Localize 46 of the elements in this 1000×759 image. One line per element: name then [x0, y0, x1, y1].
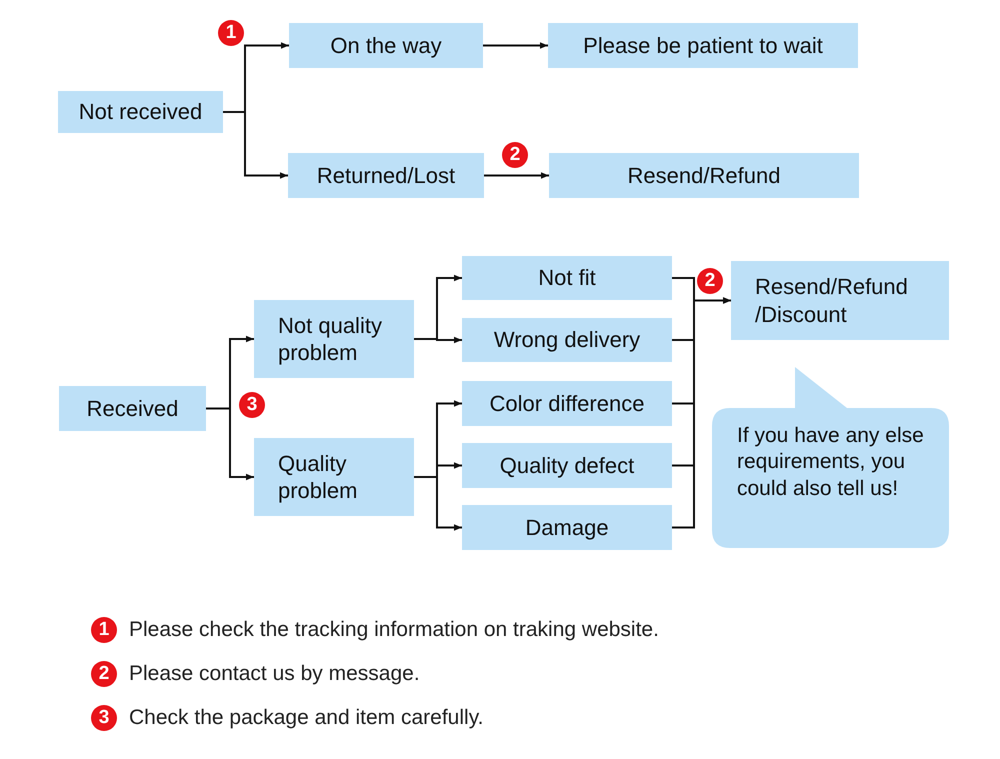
speech-bubble: [712, 367, 949, 548]
box-label: Resend/Refund: [628, 162, 780, 190]
callout-number: 2: [91, 661, 117, 687]
box-label: Resend/Refund /Discount: [755, 273, 909, 328]
box-label: Color difference: [490, 390, 644, 418]
callout-number: 2: [502, 142, 528, 168]
arrow: [206, 408, 254, 480]
arrow: [414, 336, 462, 344]
process-box: [58, 91, 223, 133]
callout-number: 1: [91, 617, 117, 643]
box-label: Returned/Lost: [316, 162, 456, 190]
process-box: [289, 23, 483, 68]
arrow: [483, 42, 548, 49]
callout-number: 2: [697, 268, 723, 294]
process-box: [254, 438, 414, 516]
arrow: [414, 476, 462, 531]
arrow: [672, 297, 731, 528]
footnote-text: Please check the tracking information on traking website.: [129, 617, 659, 643]
box-label: Not fit: [538, 264, 596, 292]
process-box: [548, 23, 858, 68]
footnote-text: Please contact us by message.: [129, 661, 420, 687]
footnote-text: Check the package and item carefully.: [129, 705, 484, 731]
process-box: [462, 381, 672, 426]
arrow: [484, 172, 549, 179]
box-label: Received: [86, 394, 178, 422]
process-box: [549, 153, 859, 198]
callout-number: 3: [239, 392, 265, 418]
box-label: Quality defect: [500, 452, 634, 480]
process-box: [59, 386, 206, 431]
box-label: Quality problem: [278, 450, 358, 504]
process-box: [462, 443, 672, 488]
callout-number: 1: [218, 20, 244, 46]
box-label: Wrong delivery: [494, 326, 640, 354]
process-box: [462, 318, 672, 362]
box-label: On the way: [330, 32, 442, 60]
process-box: [462, 256, 672, 300]
process-box: [288, 153, 484, 198]
callout-number: 3: [91, 705, 117, 731]
process-box: [731, 261, 949, 340]
box-label: Not quality problem: [278, 312, 383, 366]
bubble-text: If you have any else requirements, you could also tell us!: [737, 423, 925, 502]
box-label: Not received: [78, 98, 202, 126]
process-box: [254, 300, 414, 378]
box-label: Damage: [525, 514, 609, 542]
box-label: Please be patient to wait: [583, 32, 823, 60]
process-box: [462, 505, 672, 550]
